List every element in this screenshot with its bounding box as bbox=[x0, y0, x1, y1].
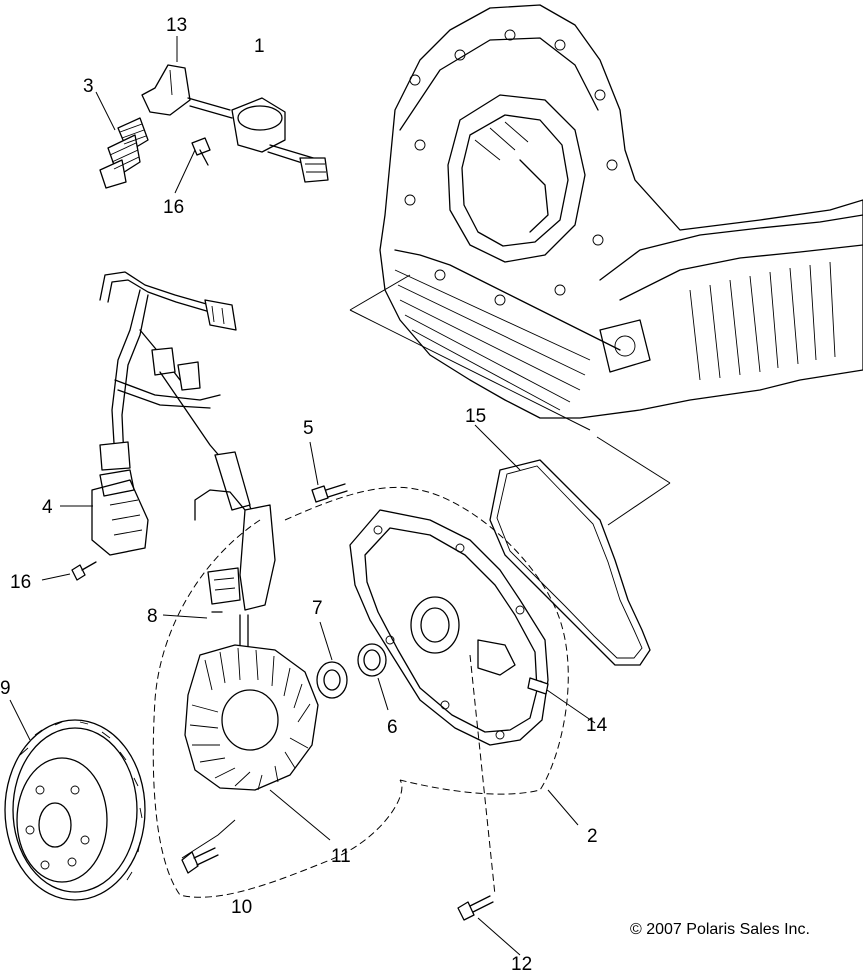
callout-1: 1 bbox=[254, 36, 265, 57]
callout-3: 3 bbox=[83, 76, 94, 97]
oil-seal bbox=[357, 643, 387, 677]
gasket-reference-line-top bbox=[596, 436, 671, 484]
leader-lines bbox=[9, 36, 596, 956]
callout-5: 5 bbox=[303, 418, 314, 439]
bolt-lower bbox=[71, 561, 97, 581]
copyright-notice: © 2007 Polaris Sales Inc. bbox=[630, 921, 810, 938]
spark-plug-cap bbox=[141, 64, 233, 119]
callout-7: 7 bbox=[312, 598, 323, 619]
gasket-reference-line-bottom bbox=[349, 309, 591, 431]
pickup-sensor bbox=[194, 489, 276, 651]
gasket bbox=[489, 459, 651, 666]
callout-13: 13 bbox=[166, 15, 187, 36]
callout-labels: 1 2 3 4 5 6 7 8 9 10 11 12 13 14 15 16 1… bbox=[0, 15, 608, 970]
callout-8: 8 bbox=[147, 606, 158, 627]
callout-9: 9 bbox=[0, 678, 11, 699]
assembly-line-bolt-12 bbox=[469, 654, 496, 896]
cover-bolt bbox=[457, 895, 494, 921]
assembly-line-flywheel-loop bbox=[152, 519, 403, 898]
callout-12: 12 bbox=[511, 954, 532, 970]
ignition-coil bbox=[231, 97, 329, 183]
stator-bolt bbox=[181, 847, 219, 874]
callout-16-lower: 16 bbox=[10, 572, 31, 593]
gasket-reference-line-left bbox=[349, 274, 411, 311]
stator-cover bbox=[349, 509, 549, 746]
callout-14: 14 bbox=[586, 715, 608, 736]
callout-15: 15 bbox=[465, 406, 486, 427]
spark-plug bbox=[99, 117, 149, 189]
dowel-pin bbox=[527, 677, 549, 695]
assembly-line-stator-to-cover bbox=[284, 486, 569, 795]
engine-crankcase bbox=[379, 4, 863, 419]
bearing bbox=[316, 661, 348, 699]
callout-16-upper: 16 bbox=[163, 197, 184, 218]
callout-2: 2 bbox=[587, 826, 598, 847]
gasket-reference-line-right bbox=[607, 482, 671, 526]
callout-10: 10 bbox=[231, 897, 252, 918]
bolt-5 bbox=[311, 483, 348, 503]
wiring-harness bbox=[99, 271, 256, 521]
callout-11: 11 bbox=[331, 846, 351, 867]
callout-6: 6 bbox=[387, 717, 398, 738]
callout-4: 4 bbox=[42, 497, 53, 518]
cdi-module bbox=[91, 469, 149, 556]
flywheel bbox=[4, 719, 146, 901]
bolt-upper bbox=[191, 137, 211, 166]
stator bbox=[184, 644, 319, 791]
